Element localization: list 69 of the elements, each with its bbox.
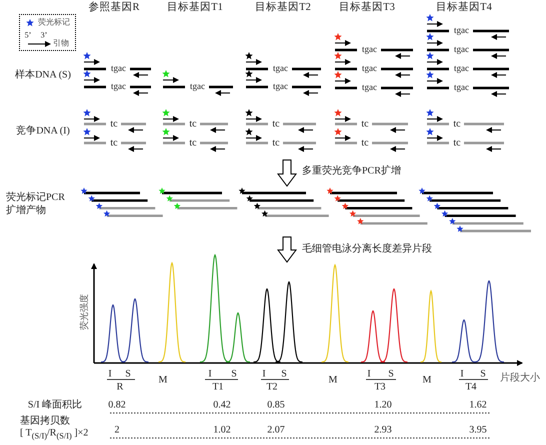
column-header: 目标基因T2: [255, 2, 311, 14]
row-label: 荧光标记PCR扩增产物: [6, 191, 66, 217]
sequence-label: tgac: [454, 64, 469, 74]
sequence-label: tc: [272, 138, 280, 148]
sequence-label: tgac: [454, 45, 469, 55]
sequence-label: tgac: [273, 82, 288, 92]
group-label: T2: [266, 381, 278, 392]
sequence-label: tc: [361, 138, 369, 148]
sequence-label: tgac: [362, 83, 377, 93]
peak-label: S: [231, 368, 237, 380]
legend-label: 引物: [53, 40, 69, 48]
peak-label: I: [460, 368, 464, 380]
sequence-label: tgac: [454, 83, 469, 93]
prime-label: 5’: [24, 32, 32, 40]
sequence-label: tc: [272, 118, 280, 130]
sequence-label: tgac: [190, 82, 205, 92]
step-label: 毛细管电泳分离长度差异片段: [302, 244, 432, 254]
peak-label: M: [328, 374, 338, 386]
table-value: 1.02: [213, 424, 231, 436]
row-label: S/I 峰面积比: [28, 400, 82, 410]
column-header: 参照基因R: [88, 2, 140, 14]
peak-label: S: [480, 368, 486, 380]
peak-label: S: [388, 368, 394, 380]
sequence-label: tc: [453, 138, 461, 148]
row-label: 基因拷贝数: [20, 416, 70, 426]
sequence-label: tgac: [454, 26, 469, 36]
sequence-label: tc: [110, 138, 118, 148]
peak-label: I: [367, 368, 371, 380]
peak-label: S: [125, 368, 131, 380]
prime-label: 3’: [40, 32, 48, 40]
column-header: 目标基因T1: [167, 2, 223, 14]
peak-label: I: [262, 368, 266, 380]
sequence-label: tc: [189, 138, 197, 148]
sequence-label: tgac: [362, 45, 377, 55]
step-label: 多重荧光竞争PCR扩增: [302, 166, 401, 176]
table-value: 2: [114, 424, 120, 436]
row-label: 竞争DNA (I): [16, 126, 70, 136]
peak-label: I: [208, 368, 212, 380]
sequence-label: tgac: [111, 64, 126, 74]
table-value: 0.42: [213, 400, 231, 410]
table-value: 1.20: [374, 400, 392, 410]
table-value: 0.82: [108, 400, 126, 410]
column-header: 目标基因T4: [436, 2, 492, 14]
formula-label: [ T$_{(S/I)}$/R$_{(S/I)}$ ]×2: [20, 427, 88, 441]
table-value: 1.62: [469, 400, 487, 410]
group-label: R: [116, 381, 124, 392]
axis-title: 片段大小: [500, 372, 540, 384]
group-label: T3: [374, 381, 386, 392]
peak-label: I: [108, 368, 112, 380]
sequence-label: tc: [453, 118, 461, 130]
peak-label: M: [158, 374, 168, 386]
sequence-label: tgac: [111, 82, 126, 92]
sequence-label: tgac: [362, 64, 377, 74]
sequence-label: tc: [189, 118, 197, 130]
table-value: 0.85: [267, 400, 285, 410]
column-header: 目标基因T3: [339, 2, 395, 14]
row-label: 样本DNA (S): [15, 70, 71, 80]
axis-title: 荧光强度: [80, 294, 90, 330]
table-value: 3.95: [469, 424, 487, 436]
table-value: 2.07: [267, 424, 285, 436]
sequence-label: tc: [361, 118, 369, 130]
legend-label: 荧光标记: [38, 18, 70, 28]
group-label: T1: [212, 381, 224, 392]
sequence-label: tc: [110, 118, 118, 130]
peak-label: M: [422, 374, 432, 386]
group-label: T4: [465, 381, 477, 392]
peak-label: S: [281, 368, 287, 380]
sequence-label: tgac: [273, 64, 288, 74]
table-value: 2.93: [374, 424, 392, 436]
